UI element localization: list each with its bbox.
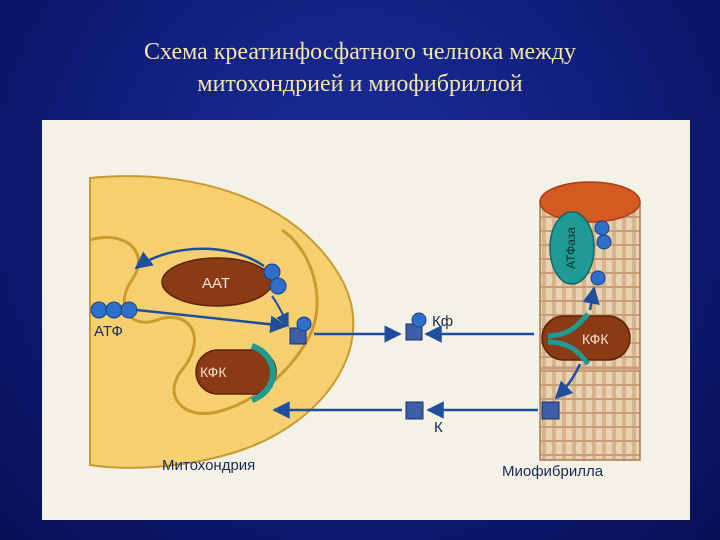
arrow-adp-to-atp [134,247,265,270]
shuttle-arrows [272,325,538,419]
arrow-kfk-to-creatine [554,363,582,400]
creatine-phosphate-cytosol [405,312,427,341]
creatine-cytosol [405,401,424,420]
adp-molecule [263,263,287,295]
diagram-figure: ААТ АТФ КФК Кф К [42,120,690,520]
mitochondria [89,175,355,469]
myofibril-arrows [554,286,600,400]
kfk-myo-label: КФК [582,331,609,347]
atp-molecule-myo [590,220,612,286]
arrow-kfk-to-atp [582,286,600,311]
kfk-myo-enzyme: КФК [541,312,631,366]
kf-label: Кф [432,313,453,330]
atf-label: АТФ [94,323,123,340]
slide-title-line-1: Схема креатинфосфатного челнока между [144,39,576,65]
mitochondria-outer-membrane [89,175,355,469]
k-label: К [434,419,443,436]
diagram-svg: ААТ АТФ КФК Кф К [89,175,641,480]
atpase-enzyme: АТФаза [549,211,595,285]
kfk-mito-label: КФК [200,364,227,380]
myofibril-label: Миофибрилла [502,463,604,480]
creatine-myofibril [541,401,560,420]
kfk-mito-enzyme: КФК [195,343,277,403]
arrow-adp-return [271,295,289,328]
atp-molecule-mito [90,301,138,319]
mitochondria-label: Митохондрия [162,457,255,474]
mitochondria-cristae [89,228,319,415]
atfase-label: АТФаза [564,227,578,269]
aat-enzyme: ААТ [161,257,273,307]
myofibril-top [539,181,641,223]
mito-arrows [134,247,289,334]
slide-title: Схема креатинфосфатного челнока между ми… [0,36,720,100]
creatine-phosphate-mito [289,316,312,345]
aat-label: ААТ [202,275,230,292]
slide-title-line-2: митохондрией и миофибриллой [197,71,523,97]
arrow-atp-to-cp [136,308,288,334]
